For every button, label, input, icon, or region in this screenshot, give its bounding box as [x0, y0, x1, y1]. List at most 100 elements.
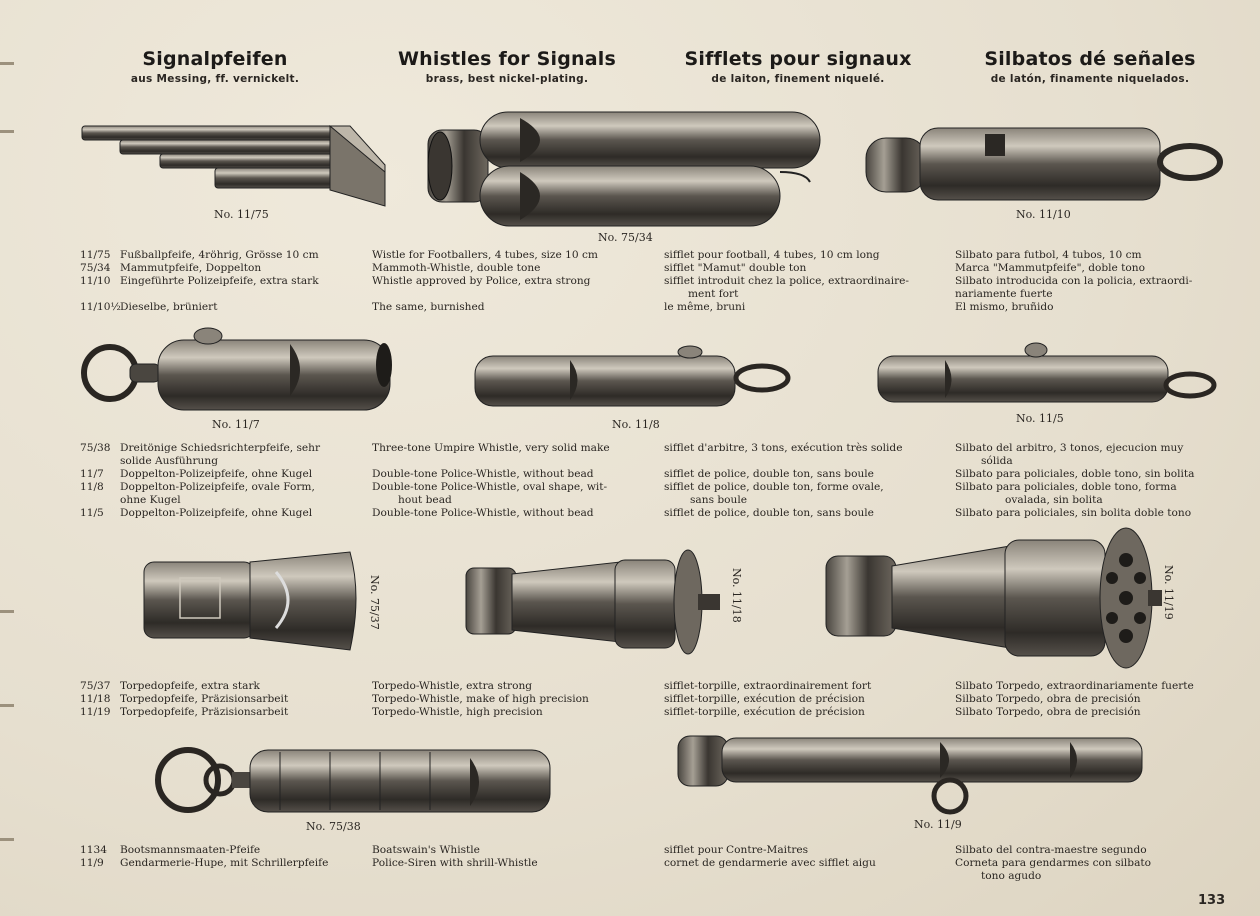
item-description: Mammoth-Whistle, double tone [372, 262, 541, 274]
item-description: Silbato Torpedo, extraordinariamente fue… [955, 680, 1194, 692]
item-description: Gendarmerie-Hupe, mit Schrillerpfeife [120, 857, 329, 869]
item-number-label: No. 11/19 [1162, 565, 1175, 620]
description-block-english-row3: Torpedo-Whistle, extra strong Torpedo-Wh… [372, 680, 589, 719]
whistle-11-75-illustration [81, 125, 386, 207]
header-spanish: Silbatos dé señales de latón, finamente … [955, 48, 1225, 85]
item-number-label: No. 11/8 [612, 418, 660, 431]
header-german: Signalpfeifen aus Messing, ff. vernickel… [80, 48, 350, 85]
item-description: Double-tone Police-Whistle, oval shape, … [372, 481, 608, 493]
description-block-french-row2: sifflet d'arbitre, 3 tons, exécution trè… [664, 442, 902, 520]
item-number-label: No. 11/18 [730, 568, 743, 623]
item-description: Corneta para gendarmes con silbato [955, 857, 1152, 869]
whistle-75-34-illustration [427, 111, 821, 227]
binding-mark [0, 130, 14, 133]
item-description: El mismo, bruñido [955, 301, 1054, 313]
item-code: 11/19 [80, 706, 111, 718]
item-number-label: No. 11/10 [1016, 208, 1071, 221]
item-description: sifflet pour football, 4 tubes, 10 cm lo… [664, 249, 880, 261]
item-description: hout bead [398, 494, 452, 506]
item-description: Wistle for Footballers, 4 tubes, size 10… [372, 249, 598, 261]
item-description: Torpedo-Whistle, make of high precision [372, 693, 589, 705]
whistle-11-10-illustration [865, 127, 1223, 201]
whistle-11-5-illustration [877, 342, 1217, 403]
binding-mark [0, 610, 14, 613]
item-description: sifflet-torpille, exécution de précision [664, 706, 865, 718]
header-subtitle: aus Messing, ff. vernickelt. [130, 73, 300, 85]
item-description: Doppelton-Polizeipfeife, ohne Kugel [120, 507, 313, 519]
whistle-11-9-illustration [677, 735, 1143, 815]
item-description: Silbato para policiales, doble tono, sin… [955, 468, 1195, 480]
item-description: Whistle approved by Police, extra strong [372, 275, 591, 287]
item-code: 11/10½ [80, 301, 121, 313]
item-description: ohne Kugel [120, 494, 181, 506]
item-number-label: No. 11/75 [214, 208, 269, 221]
binding-mark [0, 838, 14, 841]
description-block-english-row4: Boatswain's Whistle Police-Siren with sh… [372, 844, 538, 870]
header-english: Whistles for Signals brass, best nickel-… [372, 48, 642, 85]
whistle-11-18-illustration [465, 549, 720, 655]
header-title: Whistles for Signals [398, 48, 616, 70]
whistle-75-38-illustration [155, 747, 551, 813]
item-description: The same, burnished [372, 301, 485, 313]
item-description: sifflet-torpille, extraordinairement for… [664, 680, 872, 692]
binding-mark [0, 62, 14, 65]
item-code: 11/8 [80, 481, 104, 493]
item-description: Silbato del contra-maestre segundo [955, 844, 1147, 856]
header-title: Sifflets pour signaux [684, 48, 912, 70]
item-number-label: No. 11/7 [212, 418, 260, 431]
item-description: Silbato Torpedo, obra de precisión [955, 706, 1141, 718]
item-description: sifflet-torpille, exécution de précision [664, 693, 865, 705]
item-description: Marca "Mammutpfeife", doble tono [955, 262, 1146, 274]
item-description: tono agudo [981, 870, 1042, 882]
description-block-spanish-row1: Silbato para futbol, 4 tubos, 10 cm Marc… [955, 249, 1192, 314]
item-number-label: No. 11/5 [1016, 412, 1064, 425]
description-block-english-row1: Wistle for Footballers, 4 tubes, size 10… [372, 249, 598, 314]
description-block-spanish-row2: Silbato del arbitro, 3 tonos, ejecucion … [955, 442, 1194, 520]
item-description: sifflet de police, double ton, sans boul… [664, 507, 874, 519]
item-code: 75/34 [80, 262, 111, 274]
binding-mark [0, 704, 14, 707]
item-description: Double-tone Police-Whistle, without bead [372, 468, 594, 480]
item-code: 75/38 [80, 442, 111, 454]
item-description: Bootsmannsmaaten-Pfeife [120, 844, 261, 856]
header-subtitle: de latón, finamente niquelados. [990, 73, 1190, 85]
header-title: Silbatos dé señales [984, 48, 1196, 70]
header-title: Signalpfeifen [142, 48, 288, 70]
item-number-label: No. 75/34 [598, 231, 653, 244]
header-subtitle: brass, best nickel-plating. [425, 73, 589, 85]
item-description: sólida [981, 455, 1013, 467]
item-description: Torpedopfeife, Präzisionsarbeit [120, 693, 289, 705]
item-description: sans boule [690, 494, 748, 506]
item-description: sifflet de police, double ton, sans boul… [664, 468, 874, 480]
item-description: Dreitönige Schiedsrichterpfeife, sehr [120, 442, 321, 454]
description-block-spanish-row4: Silbato del contra-maestre segundo Corne… [955, 844, 1151, 883]
description-block-french-row1: sifflet pour football, 4 tubes, 10 cm lo… [664, 249, 909, 314]
item-description: Dieselbe, brüniert [120, 301, 218, 313]
item-description: Eingeführte Polizeipfeife, extra stark [120, 275, 319, 287]
description-block-german-row4: 1134 Bootsmannsmaaten-Pfeife 11/9 Gendarme… [80, 844, 328, 870]
item-description: Torpedopfeife, Präzisionsarbeit [120, 706, 289, 718]
item-description: Silbato para policiales, doble tono, for… [955, 481, 1177, 493]
description-block-english-row2: Three-tone Umpire Whistle, very solid ma… [372, 442, 610, 520]
whistle-75-37-illustration [143, 551, 357, 651]
item-code: 11/75 [80, 249, 111, 261]
item-description: le même, bruni [664, 301, 746, 313]
item-number-label: No. 75/37 [368, 575, 381, 630]
item-description: Doppelton-Polizeipfeife, ovale Form, [120, 481, 315, 493]
item-code: 11/9 [80, 857, 104, 869]
description-block-spanish-row3: Silbato Torpedo, extraordinariamente fue… [955, 680, 1194, 719]
whistle-11-8-illustration [474, 345, 791, 407]
item-description: Police-Siren with shrill-Whistle [372, 857, 538, 869]
whistle-11-19-illustration [825, 527, 1162, 669]
description-block-french-row3: sifflet-torpille, extraordinairement for… [664, 680, 871, 719]
item-description: Double-tone Police-Whistle, without bead [372, 507, 594, 519]
item-description: nariamente fuerte [955, 288, 1053, 300]
item-code: 1134 [80, 844, 107, 856]
item-description: Three-tone Umpire Whistle, very solid ma… [372, 442, 610, 454]
item-description: Torpedo-Whistle, high precision [372, 706, 543, 718]
description-block-french-row4: sifflet pour Contre-Maitres cornet de ge… [664, 844, 876, 870]
description-block-german-row2: 75/38 Dreitönige Schiedsrichterpfeife, se… [80, 442, 320, 520]
header-subtitle: de laiton, finement niquelé. [711, 73, 885, 85]
item-description: cornet de gendarmerie avec sifflet aigu [664, 857, 876, 869]
